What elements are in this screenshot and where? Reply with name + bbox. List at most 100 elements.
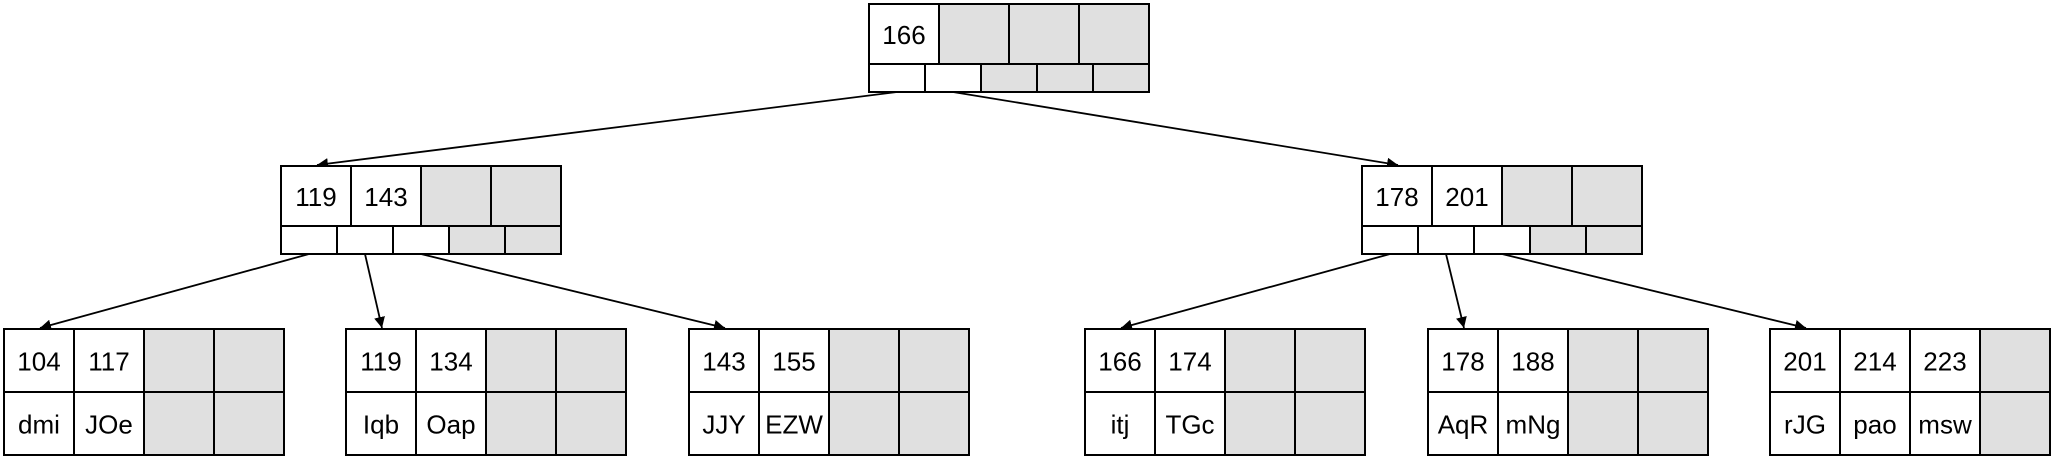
leaf-value-cell (758, 391, 830, 456)
leaf-key-cell (1637, 328, 1709, 393)
leaf-key-label: 104 (17, 347, 60, 377)
leaf-key-label: 178 (1441, 347, 1484, 377)
leaf-value-cell (1497, 391, 1569, 456)
leaf-key-cell (898, 328, 970, 393)
leaf-value-label: rJG (1784, 410, 1826, 440)
key-cell (490, 165, 562, 227)
leaf-value-cell (688, 391, 760, 456)
edge-root-to-internal (316, 91, 898, 170)
leaf-key-label: 201 (1783, 347, 1826, 377)
leaf-value-label: Oap (426, 410, 475, 440)
key-cell (1501, 165, 1573, 227)
leaf-key-label: 166 (1098, 347, 1141, 377)
leaf-value-cell (1294, 391, 1366, 456)
key-label: 178 (1375, 182, 1418, 212)
key-cell (1008, 3, 1080, 65)
key-label: 166 (882, 20, 925, 50)
edge-internal-to-leaf (1501, 253, 1807, 331)
edge-root-to-internal (952, 91, 1399, 169)
leaf-key-label: 119 (360, 347, 401, 377)
leaf-value-label: pao (1853, 410, 1896, 440)
pointer-cell (868, 63, 926, 93)
leaf-key-cell (1224, 328, 1296, 393)
leaf-value-cell (143, 391, 215, 456)
pointer-cell (1473, 225, 1531, 255)
leaf-node: 166 174 itj TGc (1084, 328, 1366, 456)
leaf-key-cell (1084, 328, 1156, 393)
pointer-cell (1585, 225, 1643, 255)
leaf-key-cell (1979, 328, 2051, 393)
leaf-value-cell (1567, 391, 1639, 456)
leaf-value-cell (213, 391, 285, 456)
pointer-cell (1036, 63, 1094, 93)
leaf-value-label: TGc (1165, 410, 1214, 440)
edge-internal-to-leaf (364, 253, 385, 329)
leaf-value-label: JJY (702, 410, 745, 440)
leaf-value-label: JOe (85, 410, 133, 440)
leaf-key-cell (758, 328, 830, 393)
leaf-value-label: msw (1918, 410, 1972, 440)
leaf-value-label: EZW (765, 410, 823, 440)
leaf-value-cell (73, 391, 145, 456)
leaf-value-cell (828, 391, 900, 456)
leaf-key-label: 223 (1923, 347, 1966, 377)
pointer-cell (1361, 225, 1419, 255)
leaf-key-cell (1497, 328, 1569, 393)
leaf-key-cell (213, 328, 285, 393)
leaf-key-cell (828, 328, 900, 393)
leaf-value-cell (1084, 391, 1156, 456)
leaf-value-cell (1909, 391, 1981, 456)
pointer-cell (924, 63, 982, 93)
leaf-value-label: itj (1111, 410, 1130, 440)
leaf-value-cell (1637, 391, 1709, 456)
leaf-key-cell (555, 328, 627, 393)
leaf-value-cell (1427, 391, 1499, 456)
leaf-value-label: Iqb (363, 410, 399, 440)
leaf-value-cell (1979, 391, 2051, 456)
leaf-key-cell (1839, 328, 1911, 393)
leaf-value-label: mNg (1506, 410, 1561, 440)
leaf-key-cell (688, 328, 760, 393)
pointer-cell (1529, 225, 1587, 255)
key-label: 119 (295, 182, 336, 212)
pointer-cell (1092, 63, 1150, 93)
leaf-value-cell (898, 391, 970, 456)
leaf-value-cell (555, 391, 627, 456)
leaf-value-cell (1839, 391, 1911, 456)
edge-internal-to-leaf (39, 253, 310, 331)
leaf-key-label: 155 (772, 347, 815, 377)
leaf-key-label: 214 (1853, 347, 1896, 377)
edge-internal-to-leaf (420, 253, 726, 331)
key-cell (1078, 3, 1150, 65)
key-cell (420, 165, 492, 227)
leaf-value-label: AqR (1438, 410, 1489, 440)
leaf-value-cell (415, 391, 487, 456)
leaf-value-cell (345, 391, 417, 456)
leaf-value-cell (3, 391, 75, 456)
key-cell (938, 3, 1010, 65)
leaf-key-cell (1567, 328, 1639, 393)
leaf-key-cell (3, 328, 75, 393)
pointer-cell (504, 225, 562, 255)
leaf-key-label: 117 (88, 347, 129, 377)
leaf-key-cell (73, 328, 145, 393)
pointer-cell (280, 225, 338, 255)
pointer-cell (980, 63, 1038, 93)
edge-internal-to-leaf (1445, 253, 1467, 329)
leaf-key-label: 174 (1168, 347, 1211, 377)
key-cell (1571, 165, 1643, 227)
tree-edges (39, 91, 1807, 331)
edge-internal-to-leaf (1120, 253, 1391, 331)
leaf-key-cell (143, 328, 215, 393)
pointer-cell (1417, 225, 1475, 255)
leaf-value-cell (485, 391, 557, 456)
key-label: 201 (1445, 182, 1488, 212)
internal-node: 178 201 (1361, 165, 1643, 255)
